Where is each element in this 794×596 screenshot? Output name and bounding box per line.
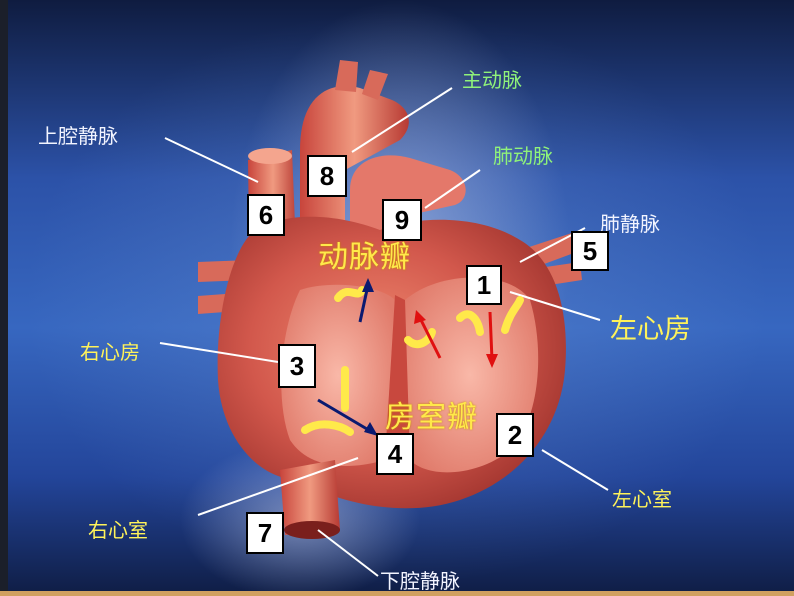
arrow-mitral-flow	[488, 311, 494, 361]
label-arterial-valve: 动脉瓣	[318, 240, 411, 275]
line-inferior-vena-cava	[317, 529, 379, 577]
blood-flow-arrows	[317, 278, 498, 436]
line-left-ventricle	[541, 449, 609, 491]
label-right-atrium: 右心房	[80, 340, 140, 364]
arrow-mitral-head	[486, 354, 498, 368]
left-frame-edge	[0, 0, 8, 596]
arrow-aortic-head	[414, 310, 426, 324]
line-aorta	[351, 87, 453, 153]
arrow-tricuspid-flow	[317, 398, 373, 434]
ivc-opening	[284, 521, 340, 539]
mitral-valve-mark-center	[456, 310, 484, 336]
bottom-frame-edge	[0, 591, 794, 596]
svc-opening	[248, 148, 292, 164]
tricuspid-valve-mark-lower	[301, 420, 354, 436]
arrow-tricuspid-head	[364, 422, 378, 436]
label-left-ventricle: 左心室	[612, 487, 672, 511]
number-box-5: 5	[571, 231, 609, 271]
pointer-lines	[159, 87, 609, 577]
label-left-atrium: 左心房	[610, 314, 691, 345]
label-aorta: 主动脉	[462, 68, 522, 92]
label-right-ventricle: 右心室	[88, 518, 148, 542]
line-superior-vena-cava	[164, 137, 259, 183]
inferior-vena-cava-vessel	[280, 460, 340, 535]
line-right-atrium	[159, 342, 279, 363]
right-chambers-cavity	[281, 284, 395, 466]
number-box-2: 2	[496, 413, 534, 457]
line-left-atrium	[509, 291, 601, 321]
label-pulmonary-vein: 肺静脉	[600, 212, 660, 236]
arrow-pulmonary-head	[362, 278, 374, 292]
number-box-9: 9	[382, 199, 422, 241]
arterial-valve-mark	[334, 286, 366, 302]
number-box-6: 6	[247, 194, 285, 236]
line-pulmonary-artery	[424, 169, 481, 209]
label-pulmonary-artery: 肺动脉	[493, 144, 553, 168]
line-right-ventricle	[197, 457, 359, 516]
mitral-valve-mark-right	[501, 296, 524, 334]
valve-marks	[301, 286, 524, 436]
mitral-valve-mark-left	[404, 328, 436, 349]
number-box-1: 1	[466, 265, 502, 305]
label-inferior-vena-cava: 下腔静脉	[380, 569, 460, 593]
number-box-7: 7	[246, 512, 284, 554]
aorta-branch-1	[335, 60, 358, 92]
label-atrioventricular-valve: 房室瓣	[385, 400, 478, 435]
label-superior-vena-cava: 上腔静脉	[38, 124, 118, 148]
aorta-branch-2	[362, 70, 388, 100]
number-box-4: 4	[376, 433, 414, 475]
number-box-8: 8	[307, 155, 347, 197]
septum	[385, 295, 410, 460]
number-box-3: 3	[278, 344, 316, 388]
arrow-aortic-flow	[418, 317, 442, 359]
